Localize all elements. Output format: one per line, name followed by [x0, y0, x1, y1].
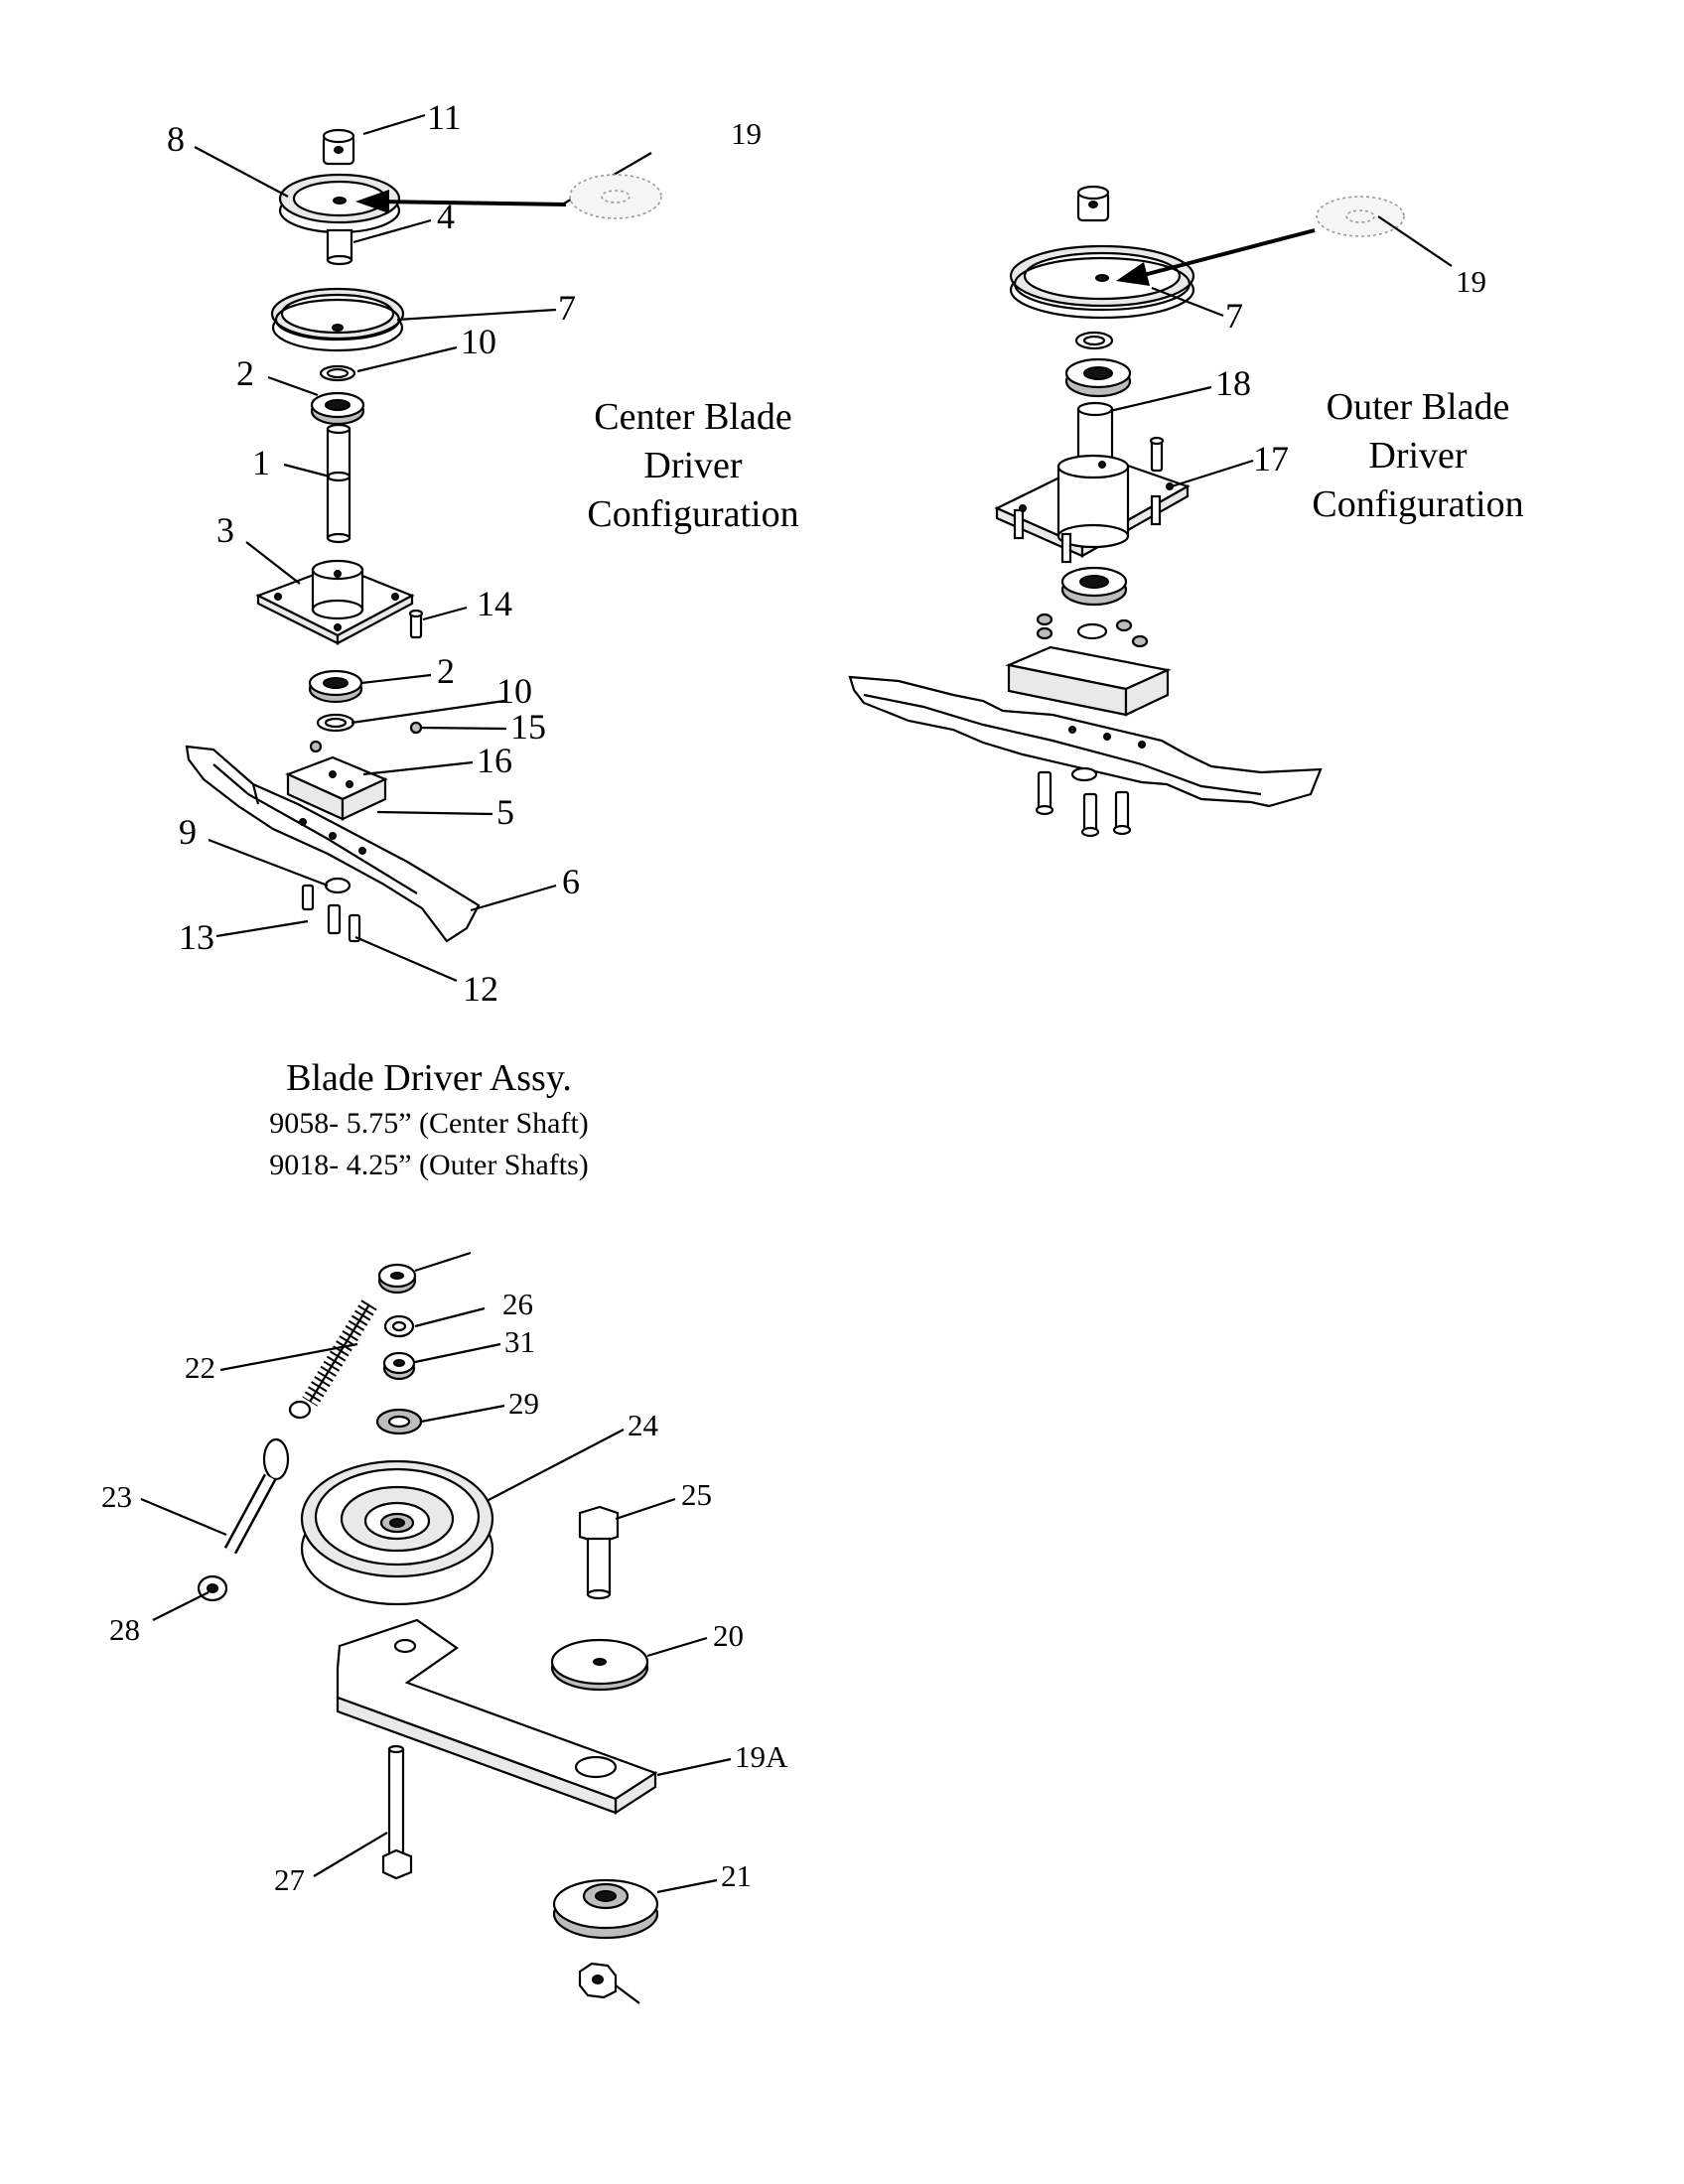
part-7-pulley [270, 287, 405, 352]
callout-2: 2 [236, 353, 254, 393]
part-7-pulley-outer [1009, 244, 1195, 320]
part-25-bolt [578, 1505, 620, 1600]
callout-22: 22 [185, 1350, 215, 1385]
callout-25: 25 [681, 1477, 712, 1512]
assembly-caption: Blade Driver Assy. 9058- 5.75” (Center S… [269, 1057, 589, 1181]
part-22-spring [288, 1299, 377, 1420]
callout-19: 19 [731, 116, 762, 151]
center-config-line1: Center Blade [594, 396, 791, 438]
outer-nut-top [1076, 185, 1110, 222]
callout-7-outer: 7 [1225, 296, 1243, 336]
part-13-bolt [301, 884, 342, 935]
leader-lines-outer [1109, 215, 1453, 488]
part-26-washer [383, 1314, 415, 1338]
outer-bolts [1035, 770, 1132, 838]
part-10-washer-bottom [316, 713, 355, 733]
callout-13: 13 [179, 917, 214, 957]
outer-config-title: Outer Blade Driver Configuration [1312, 386, 1523, 525]
part-2-bearing-top [310, 391, 365, 426]
callout-3: 3 [216, 510, 234, 550]
idler-nut-bottom [578, 1962, 618, 1999]
callouts-outer: 19 7 18 17 [1215, 264, 1486, 478]
callout-10b: 10 [496, 671, 532, 711]
part-21-spacer [552, 1878, 659, 1940]
outer-bearing-bottom [1060, 566, 1128, 607]
part-14-bolt [408, 609, 424, 639]
idler-assembly: 26 31 29 24 25 20 19A 21 22 23 28 27 [101, 1251, 788, 2004]
part-27-bolt [381, 1744, 413, 1880]
callout-18: 18 [1215, 363, 1251, 403]
callouts-center: 11 8 19 4 7 10 2 1 3 14 2 10 15 16 5 9 6… [167, 97, 762, 1009]
part-9-washer [324, 877, 351, 894]
callout-17: 17 [1253, 439, 1289, 478]
center-blade-driver: 11 8 19 4 7 10 2 1 3 14 2 10 15 16 5 9 6… [167, 97, 799, 1009]
callout-8: 8 [167, 119, 185, 159]
assembly-line-2: 9018- 4.25” (Outer Shafts) [269, 1149, 589, 1181]
part-24-idler-pulley [300, 1459, 494, 1606]
part-15-nut [409, 721, 423, 735]
callout-31: 31 [504, 1324, 535, 1359]
part-10-washer-top [319, 364, 356, 382]
leader-lines-idler [140, 1251, 732, 2004]
part-19-washer-center [569, 174, 662, 219]
leader-lines-center [194, 113, 652, 983]
callout-23: 23 [101, 1479, 132, 1514]
part-20-washer [550, 1638, 649, 1692]
callout-20: 20 [713, 1618, 744, 1653]
callout-24: 24 [628, 1408, 659, 1442]
callout-27: 27 [274, 1862, 305, 1897]
assembly-title: Blade Driver Assy. [286, 1057, 572, 1099]
part-4-hub [326, 228, 353, 266]
callout-10: 10 [461, 322, 496, 361]
center-config-title: Center Blade Driver Configuration [587, 396, 798, 535]
outer-config-line1: Outer Blade [1327, 386, 1510, 428]
outer-config-line2: Driver [1368, 435, 1468, 477]
part-19-washer-outer [1316, 196, 1405, 237]
callout-2b: 2 [437, 651, 455, 691]
part-6-blade [185, 745, 481, 943]
callout-16: 16 [477, 741, 512, 780]
callout-4: 4 [437, 197, 455, 236]
part-19A-idler-arm [336, 1618, 658, 1816]
part-1-shaft [326, 423, 351, 544]
idler-nut-top [377, 1263, 417, 1295]
callouts-idler: 26 31 29 24 25 20 19A 21 22 23 28 27 [101, 1287, 788, 1897]
part-17-housing [994, 454, 1191, 564]
callout-15: 15 [510, 707, 546, 747]
callout-11: 11 [427, 97, 462, 137]
part-5-adapter-block [285, 755, 388, 821]
callout-29: 29 [508, 1386, 539, 1421]
part-23-eyebolt [223, 1437, 290, 1555]
callout-21: 21 [721, 1858, 752, 1893]
part-3-spindle-plate [255, 559, 415, 645]
part-28-nut [197, 1574, 228, 1602]
callout-1: 1 [252, 443, 270, 482]
callout-9: 9 [179, 812, 197, 852]
callout-26: 26 [502, 1287, 533, 1321]
callout-28: 28 [109, 1612, 140, 1647]
outer-blade [848, 675, 1323, 808]
callout-19-outer: 19 [1456, 264, 1486, 299]
center-config-line3: Configuration [587, 493, 798, 535]
callout-5: 5 [496, 792, 514, 832]
part-2-bearing-bottom [308, 669, 363, 704]
center-config-line2: Driver [643, 445, 743, 486]
callout-12: 12 [463, 969, 498, 1009]
part-12-bolt [348, 913, 361, 943]
outer-blade-driver: 19 7 18 17 Outer Blade Driver Configurat… [848, 185, 1524, 838]
callout-14: 14 [477, 584, 512, 623]
assembly-line-1: 9058- 5.75” (Center Shaft) [269, 1107, 589, 1140]
part-11-nut [322, 128, 355, 166]
outer-adapter-block [1005, 645, 1172, 717]
callout-7: 7 [558, 288, 576, 328]
outer-bearing-top [1064, 357, 1132, 398]
outer-config-line3: Configuration [1312, 483, 1523, 525]
callout-19A: 19A [735, 1739, 788, 1774]
part-31-nut [382, 1351, 416, 1381]
outer-bolt-small [1149, 436, 1165, 473]
callout-6: 6 [562, 862, 580, 901]
